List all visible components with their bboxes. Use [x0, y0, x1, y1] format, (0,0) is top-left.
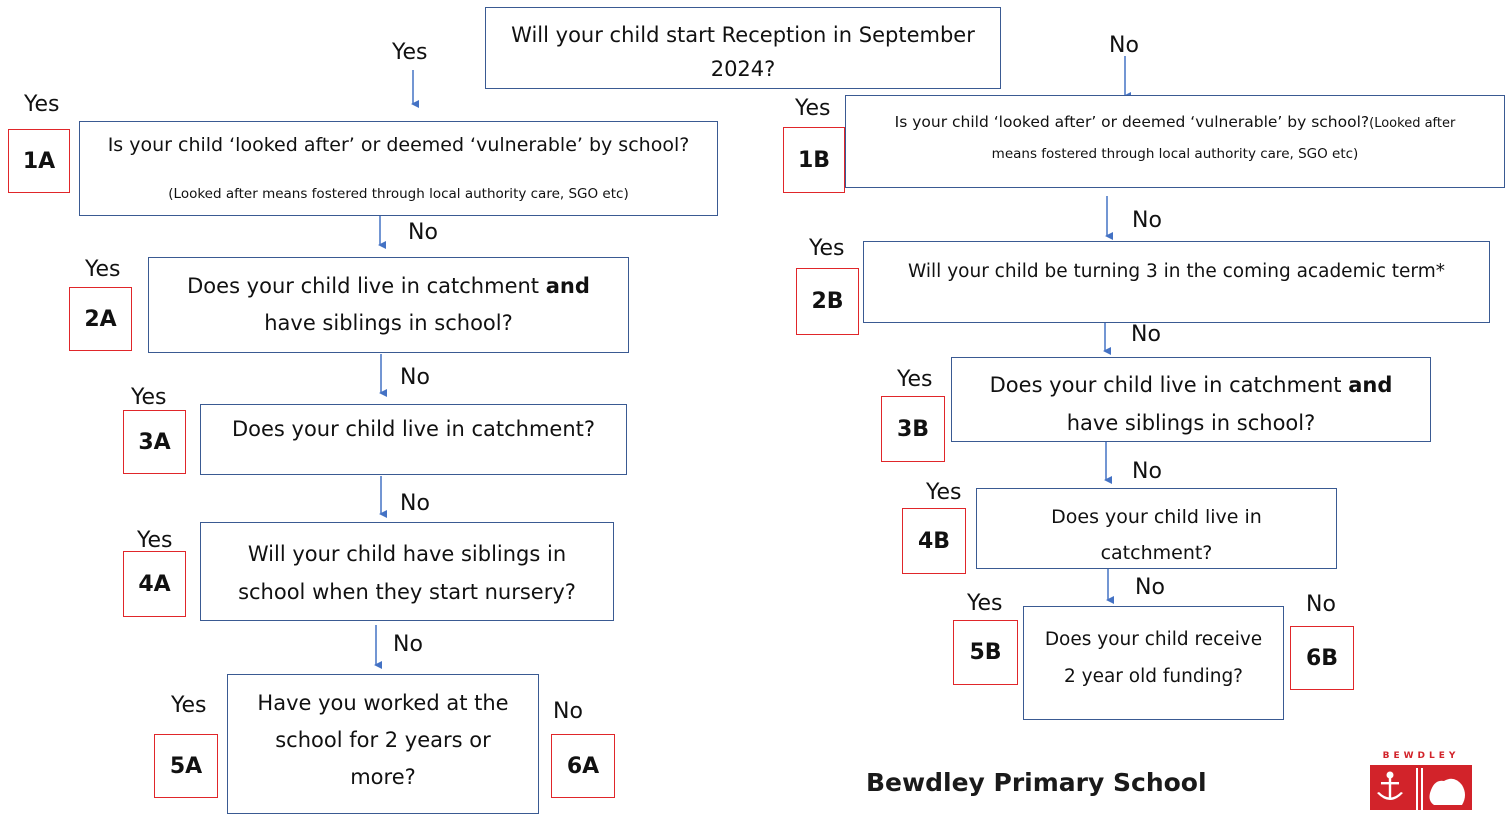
question-box-3a: Does your child live in catchment? — [200, 404, 627, 475]
question-1b-text: Is your child ‘looked after’ or deemed ‘… — [894, 113, 1370, 131]
question-4b-line1: Does your child live in — [1051, 506, 1262, 528]
code-box-2b: 2B — [796, 268, 859, 335]
question-2a-line1: Does your child live in catchment and — [149, 268, 628, 305]
start-yes-label: Yes — [392, 40, 428, 65]
school-name: Bewdley Primary School — [866, 768, 1207, 797]
yes-label-3a: Yes — [131, 385, 167, 410]
question-4b-line2: catchment? — [1100, 542, 1213, 564]
yes-label-1a: Yes — [24, 92, 60, 117]
question-5a-line3: more? — [350, 765, 416, 789]
no-label-3a: No — [400, 491, 430, 516]
start-question-box: Will your child start Reception in Septe… — [485, 7, 1001, 89]
code-box-6b: 6B — [1290, 626, 1354, 690]
question-box-3b: Does your child live in catchment and ha… — [951, 357, 1431, 442]
question-3b-line1: Does your child live in catchment and — [952, 366, 1430, 404]
yes-label-1b: Yes — [795, 96, 831, 121]
question-3b-line1-text: Does your child live in catchment — [989, 373, 1349, 397]
question-1a-text: Is your child ‘looked after’ or deemed ‘… — [107, 134, 690, 156]
no-label-1b: No — [1132, 208, 1162, 233]
question-1b-note: means fostered through local authority c… — [991, 146, 1359, 162]
yes-label-5a: Yes — [171, 693, 207, 718]
question-box-2a: Does your child live in catchment and ha… — [148, 257, 629, 353]
start-question-line1: Will your child start Reception in Septe… — [511, 23, 975, 47]
yes-label-2b: Yes — [809, 236, 845, 261]
code-box-4b: 4B — [902, 508, 966, 574]
question-2a-line2: have siblings in school? — [264, 311, 513, 335]
question-box-4a: Will your child have siblings in school … — [200, 522, 614, 621]
no-label-5b: No — [1306, 592, 1336, 617]
question-box-5b: Does your child receive 2 year old fundi… — [1023, 606, 1284, 720]
question-box-1a: Is your child ‘looked after’ or deemed ‘… — [79, 121, 718, 216]
question-3b-line2: have siblings in school? — [1066, 411, 1316, 435]
question-1b-note-inline: (Looked after — [1369, 116, 1456, 131]
question-2a-emphasis: and — [545, 274, 590, 298]
start-no-label: No — [1109, 33, 1139, 58]
question-1b-line1: Is your child ‘looked after’ or deemed ‘… — [846, 107, 1504, 139]
no-label-2a: No — [400, 365, 430, 390]
logo-wordmark: BEWDLEY — [1383, 751, 1460, 761]
question-5b-line2: 2 year old funding? — [1063, 666, 1244, 687]
code-box-3a: 3A — [123, 410, 186, 474]
code-box-3b: 3B — [881, 396, 945, 462]
yes-label-5b: Yes — [967, 591, 1003, 616]
code-box-4a: 4A — [123, 551, 186, 617]
question-2a-line1-text: Does your child live in catchment — [187, 274, 546, 298]
yes-label-3b: Yes — [897, 367, 933, 392]
no-label-4a: No — [393, 632, 423, 657]
code-box-5a: 5A — [154, 734, 218, 798]
code-box-5b: 5B — [953, 620, 1018, 685]
question-5a-line1: Have you worked at the — [257, 691, 509, 715]
yes-label-4b: Yes — [926, 480, 962, 505]
code-box-6a: 6A — [551, 734, 615, 798]
question-4a-line1: Will your child have siblings in — [247, 542, 567, 566]
question-5a-line2: school for 2 years or — [275, 728, 491, 752]
no-label-3b: No — [1132, 459, 1162, 484]
start-question-line2: 2024? — [710, 57, 776, 81]
question-2b-text: Will your child be turning 3 in the comi… — [908, 261, 1445, 282]
question-1a-note: (Looked after means fostered through loc… — [168, 186, 629, 202]
question-box-2b: Will your child be turning 3 in the comi… — [863, 241, 1490, 323]
no-label-4b: No — [1135, 575, 1165, 600]
code-box-1b: 1B — [783, 127, 845, 193]
question-5b-line1: Does your child receive — [1044, 629, 1263, 650]
question-box-4b: Does your child live in catchment? — [976, 488, 1337, 569]
no-label-1a: No — [408, 220, 438, 245]
question-3b-emphasis: and — [1348, 373, 1393, 397]
yes-label-2a: Yes — [85, 257, 121, 282]
question-box-5a: Have you worked at the school for 2 year… — [227, 674, 539, 814]
question-box-1b: Is your child ‘looked after’ or deemed ‘… — [845, 95, 1505, 188]
no-label-2b: No — [1131, 322, 1161, 347]
code-box-1a: 1A — [8, 129, 70, 193]
school-crest-logo: BEWDLEY — [1368, 745, 1474, 810]
yes-label-4a: Yes — [137, 528, 173, 553]
code-box-2a: 2A — [69, 287, 132, 351]
question-4a-line2: school when they start nursery? — [238, 580, 576, 604]
question-3a-text: Does your child live in catchment? — [231, 417, 596, 441]
no-label-5a: No — [553, 699, 583, 724]
